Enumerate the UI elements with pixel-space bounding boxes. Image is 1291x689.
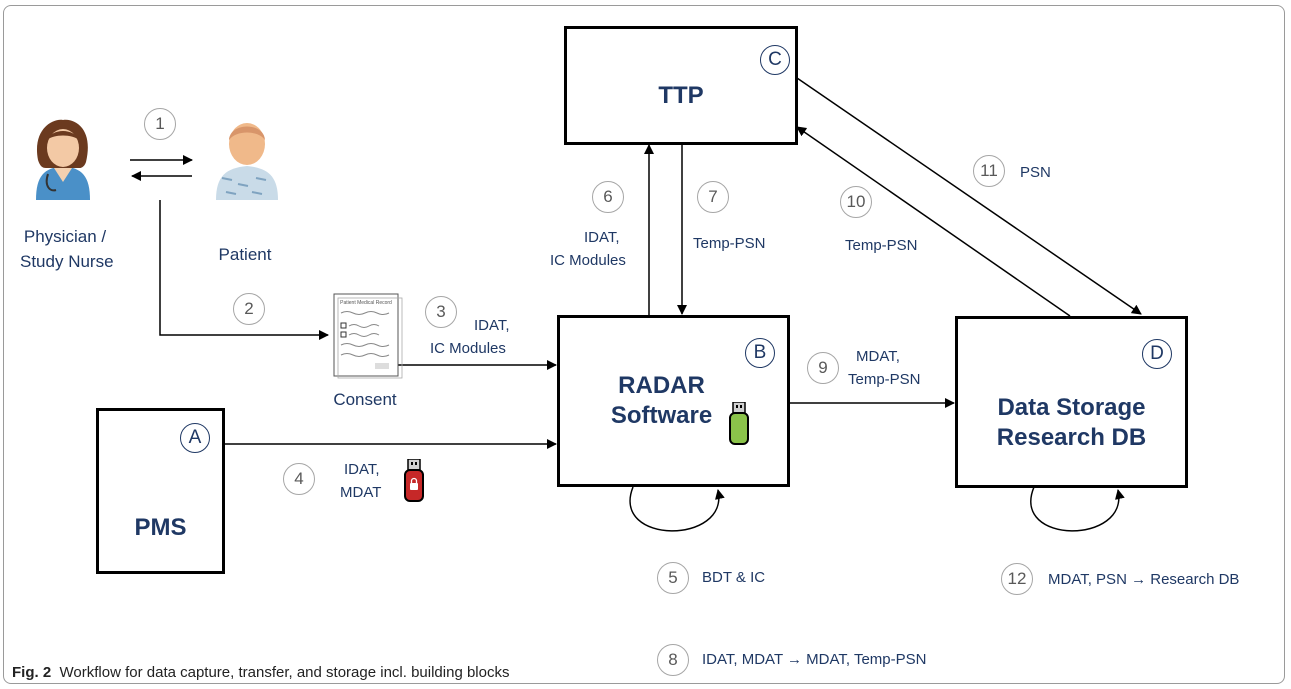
arrow-ttp-to-storage xyxy=(796,77,1142,315)
step-8-badge: 8 xyxy=(657,644,689,676)
physician-label-line1: Physician / xyxy=(23,227,107,246)
ttp-box: TTP C xyxy=(564,26,798,145)
storage-title-line1: Data Storage xyxy=(997,394,1146,421)
storage-letter-badge: D xyxy=(1142,339,1172,369)
radar-title-line2: Software xyxy=(610,402,713,429)
ttp-letter-badge: C xyxy=(760,45,790,75)
step-7-label: Temp-PSN xyxy=(693,235,766,252)
step-4-label-line2: MDAT xyxy=(340,484,382,501)
storage-box: Data Storage Research DB D xyxy=(955,316,1188,488)
patient-icon xyxy=(216,123,278,200)
arrow-physician-to-consent xyxy=(159,200,329,340)
figure-caption: Fig. 2 Workflow for data capture, transf… xyxy=(12,664,509,681)
pms-title: PMS xyxy=(134,514,187,541)
pms-box: PMS A xyxy=(96,408,225,574)
step-6-label-line2: IC Modules xyxy=(550,252,626,269)
radar-letter-badge: B xyxy=(745,338,775,368)
step-2-badge: 2 xyxy=(233,293,265,325)
figure-frame xyxy=(3,5,1285,684)
step-3-label-line2: IC Modules xyxy=(430,340,506,357)
step-9-label-line2: Temp-PSN xyxy=(848,371,921,388)
step-11-label: PSN xyxy=(1020,164,1051,181)
patient-label: Patient xyxy=(218,245,272,264)
step-1-badge: 1 xyxy=(144,108,176,140)
usb-red-icon xyxy=(404,459,424,502)
step-6-label-line1: IDAT, xyxy=(584,229,620,246)
loop-radar xyxy=(629,486,725,532)
loop-storage xyxy=(1030,486,1125,532)
step-12-badge: 12 xyxy=(1001,563,1033,595)
step-4-badge: 4 xyxy=(283,463,315,495)
step-8-label: IDAT, MDAT → MDAT, Temp-PSN xyxy=(702,651,927,668)
consent-doc-title: Patient Medical Record xyxy=(340,300,392,306)
step-10-badge: 10 xyxy=(840,186,872,218)
step-12-label: MDAT, PSN → Research DB xyxy=(1048,571,1240,588)
step-10-label: Temp-PSN xyxy=(845,237,918,254)
caption-prefix: Fig. 2 xyxy=(12,664,52,681)
step-4-label-line1: IDAT, xyxy=(344,461,380,478)
physician-icon xyxy=(36,119,90,200)
step-6-badge: 6 xyxy=(592,181,624,213)
step-3-badge: 3 xyxy=(425,296,457,328)
step-3-label-line1: IDAT, xyxy=(474,317,510,334)
step-5-badge: 5 xyxy=(657,562,689,594)
step-9-badge: 9 xyxy=(807,352,839,384)
step-7-badge: 7 xyxy=(697,181,729,213)
step-9-label-line1: MDAT, xyxy=(856,348,900,365)
radar-box: RADAR Software B xyxy=(557,315,790,487)
step-11-badge: 11 xyxy=(973,155,1005,187)
caption-text: Workflow for data capture, transfer, and… xyxy=(59,664,510,681)
consent-document-icon: Patient Medical Record xyxy=(333,293,403,379)
usb-green-icon xyxy=(729,402,749,445)
step-5-label: BDT & IC xyxy=(702,569,766,586)
consent-label: Consent xyxy=(333,390,397,409)
ttp-title: TTP xyxy=(658,82,704,109)
arrow-storage-to-ttp xyxy=(796,126,1071,317)
physician-label-line2: Study Nurse xyxy=(20,252,114,271)
pms-letter-badge: A xyxy=(180,423,210,453)
radar-title-line1: RADAR xyxy=(618,372,705,399)
storage-title-line2: Research DB xyxy=(996,424,1147,451)
